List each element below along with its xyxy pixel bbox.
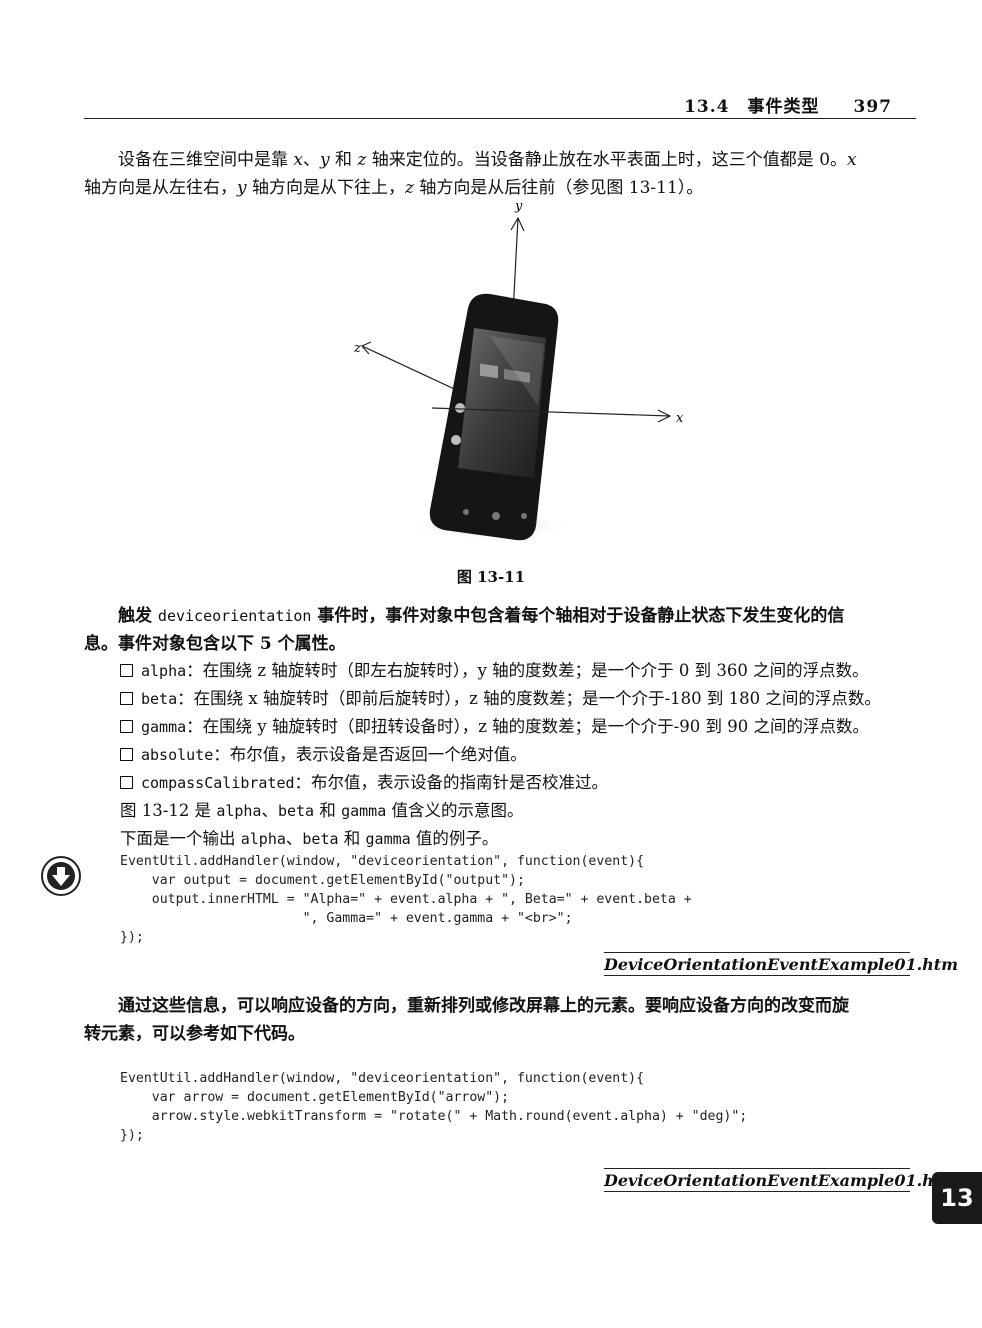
para-text: 转元素，可以参考如下代码。 (84, 1024, 305, 1044)
inline-code: gamma (365, 830, 411, 848)
intro-paragraph: 设备在三维空间中是靠 x、y 和 z 轴来定位的。当设备静止放在水平表面上时，这… (84, 146, 916, 202)
intro-var: y (237, 178, 247, 198)
list-item: gamma：在围绕 y 轴旋转时（即扭转设备时），z 轴的度数差；是一个介于-9… (120, 713, 881, 741)
screen-icon (451, 435, 461, 445)
intro-var: z (357, 150, 367, 170)
para-text: 、 (285, 829, 303, 848)
intro-text: 轴来定位的。当设备静止放在水平表面上时，这三个值都是 0。 (366, 150, 848, 170)
intro-text: 轴方向是从后往前（参见图 13-11）。 (413, 178, 704, 198)
para-text: 值含义的示意图。 (386, 801, 524, 820)
property-desc: ：在围绕 z 轴旋转时（即左右旋转时），y 轴的度数差；是一个介于 0 到 36… (186, 661, 869, 680)
checkbox-bullet-icon (120, 776, 133, 789)
section-number: 13.4 (684, 97, 730, 117)
device-axes-figure: y z x (353, 199, 684, 541)
para-text: 息。事件对象包含以下 5 个属性。 (84, 634, 346, 654)
download-icon (41, 856, 81, 896)
intro-var: x (293, 150, 303, 170)
running-head: 13.4 事件类型 397 (684, 92, 892, 117)
filename-label: DeviceOrientationEventExample01.htm (604, 1168, 958, 1192)
intro-var: y (320, 150, 330, 170)
para-text: 事件时，事件对象中包含着每个轴相对于设备静止状态下发生变化的信 (311, 606, 845, 626)
phone-button (463, 509, 469, 515)
property-name: alpha (141, 662, 187, 680)
screen-widget (480, 363, 498, 379)
intro-text: 设备在三维空间中是靠 (118, 150, 294, 170)
y-axis-arrowhead (510, 216, 525, 232)
para-text: 值的例子。 (410, 829, 499, 848)
inline-code: gamma (341, 802, 387, 820)
screen-icon (455, 403, 465, 413)
example-intro: 下面是一个输出 alpha、beta 和 gamma 值的例子。 (120, 825, 881, 853)
intro-text: 轴方向是从下往上， (246, 178, 406, 198)
z-axis-label: z (353, 341, 361, 356)
x-axis-arrowhead (657, 409, 672, 423)
checkbox-bullet-icon (120, 748, 133, 761)
code-block-output: EventUtil.addHandler(window, "deviceorie… (120, 854, 692, 945)
para-text: 触发 (118, 606, 158, 626)
intro-var: x (847, 150, 857, 170)
checkbox-bullet-icon (120, 664, 133, 677)
inline-code: alpha (216, 802, 262, 820)
intro-text: 和 (329, 150, 358, 170)
para-text: 和 (338, 829, 366, 848)
property-name: compassCalibrated (141, 774, 295, 792)
phone-button (492, 512, 500, 520)
property-desc: ：在围绕 y 轴旋转时（即扭转设备时），z 轴的度数差；是一个介于-90 到 9… (186, 717, 869, 736)
list-item: alpha：在围绕 z 轴旋转时（即左右旋转时），y 轴的度数差；是一个介于 0… (120, 657, 881, 685)
list-item: beta：在围绕 x 轴旋转时（即前后旋转时），z 轴的度数差；是一个介于-18… (120, 685, 881, 713)
checkbox-bullet-icon (120, 720, 133, 733)
chapter-tab: 13 (932, 1172, 982, 1224)
property-desc: ：布尔值，表示设备的指南针是否校准过。 (294, 773, 609, 792)
inline-code: beta (302, 830, 339, 848)
x-axis-line (431, 407, 671, 417)
section-title: 事件类型 (747, 97, 820, 117)
list-item: absolute：布尔值，表示设备是否返回一个绝对值。 (120, 741, 881, 769)
figure-reference: 图 13-12 是 alpha、beta 和 gamma 值含义的示意图。 (120, 797, 881, 825)
para-text: 和 (314, 801, 342, 820)
inline-code: beta (277, 802, 315, 820)
filename-label: DeviceOrientationEventExample01.htm (604, 952, 958, 976)
para-text: 通过这些信息，可以响应设备的方向，重新排列或修改屏幕上的元素。要响应设备方向的改… (118, 996, 849, 1016)
screen-widget (504, 369, 530, 383)
property-list: alpha：在围绕 z 轴旋转时（即左右旋转时），y 轴的度数差；是一个介于 0… (120, 657, 881, 853)
y-axis-label: y (514, 199, 523, 214)
phone-button (521, 513, 527, 519)
page-number: 397 (853, 97, 892, 117)
inline-code: alpha (240, 830, 286, 848)
intro-text: 轴方向是从左往右， (84, 178, 237, 198)
screen-glare (490, 336, 544, 406)
checkbox-bullet-icon (120, 692, 133, 705)
intro-var: z (405, 178, 414, 198)
property-name: gamma (141, 718, 187, 736)
para-text: 下面是一个输出 (120, 829, 241, 848)
z-axis-arrowhead (361, 341, 372, 355)
code-block-rotate: EventUtil.addHandler(window, "deviceorie… (120, 1071, 748, 1143)
list-item: compassCalibrated：布尔值，表示设备的指南针是否校准过。 (120, 769, 881, 797)
property-desc: ：布尔值，表示设备是否返回一个绝对值。 (213, 745, 527, 764)
para-text: 、 (261, 801, 278, 820)
property-name: absolute (141, 746, 214, 764)
rotate-paragraph: 通过这些信息，可以响应设备的方向，重新排列或修改屏幕上的元素。要响应设备方向的改… (84, 992, 916, 1048)
property-desc: ：在围绕 x 轴旋转时（即前后旋转时），z 轴的度数差；是一个介于-180 到 … (177, 689, 881, 708)
intro-text: 、 (303, 150, 320, 170)
para-text: 图 13-12 是 (120, 801, 217, 820)
figure-caption: 图 13-11 (456, 568, 526, 586)
inline-code: deviceorientation (157, 607, 312, 625)
event-paragraph: 触发 deviceorientation 事件时，事件对象中包含着每个轴相对于设… (84, 602, 916, 658)
header-rule (84, 118, 916, 119)
property-name: beta (141, 690, 178, 708)
x-axis-label: x (676, 411, 684, 426)
